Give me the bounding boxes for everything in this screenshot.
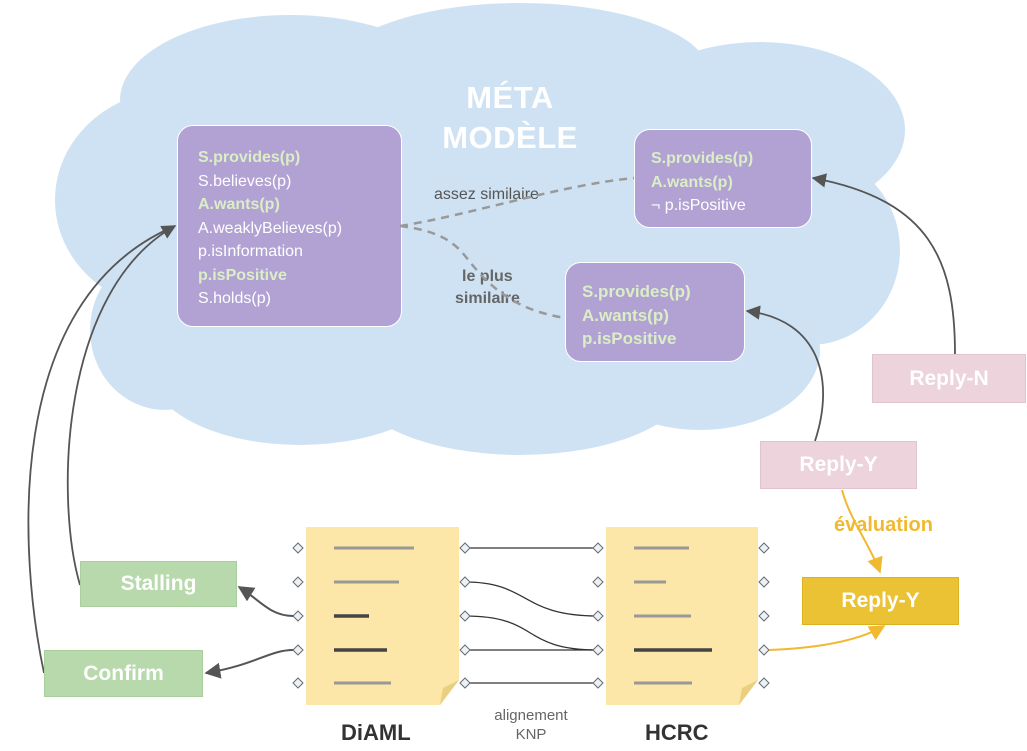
- stalling-button[interactable]: Stalling: [80, 561, 237, 607]
- reply-n-button[interactable]: Reply-N: [872, 354, 1026, 403]
- alignment-label-line-2: KNP: [515, 726, 547, 743]
- diagram-title: MÉTA MODÈLE: [410, 78, 610, 158]
- arrow-evaluation: [841, 489, 883, 574]
- edge-label-le-plus: le plus: [462, 268, 513, 285]
- arrow-to-confirm: [204, 649, 294, 679]
- top-right-definition-box: S.provides(p) A.wants(p) ¬ p.isPositive: [634, 129, 812, 228]
- reply-y-pink-button[interactable]: Reply-Y: [760, 441, 917, 489]
- title-line-2: MODÈLE: [442, 120, 578, 155]
- diaml-label: DiAML: [341, 720, 411, 745]
- main-line-3: A.wants(p): [198, 196, 280, 213]
- main-line-2: S.believes(p): [198, 172, 292, 190]
- edge-label-assez-similaire: assez similaire: [434, 186, 539, 203]
- evaluation-label: évaluation: [834, 514, 933, 536]
- main-line-5: p.isInformation: [198, 243, 303, 260]
- top-right-line-2: A.wants(p): [651, 173, 733, 191]
- alignment-label: alignement KNP: [470, 706, 592, 744]
- diamond-ports: [292, 542, 770, 689]
- hcrc-label: HCRC: [645, 720, 709, 745]
- reply-y-gold-button[interactable]: Reply-Y: [802, 577, 959, 625]
- middle-line-3: p.isPositive: [582, 329, 677, 348]
- main-definition-box: S.provides(p) S.believes(p) A.wants(p) A…: [177, 125, 402, 327]
- dashed-link-assez-similaire: [399, 176, 635, 228]
- arrow-to-stalling: [237, 586, 294, 617]
- alignment-lines: [464, 547, 599, 684]
- arrow-reply-n-to-top-right: [811, 173, 956, 355]
- main-line-1: S.provides(p): [198, 149, 301, 166]
- top-right-line-1: S.provides(p): [651, 150, 754, 167]
- main-line-7: S.holds(p): [198, 290, 271, 307]
- arrow-reply-y-to-middle: [745, 305, 824, 442]
- dashed-link-le-plus-similaire: [399, 224, 566, 320]
- hcrc-document: [606, 527, 758, 705]
- alignment-label-line-1: alignement: [494, 707, 568, 724]
- top-right-line-3: ¬ p.isPositive: [651, 197, 746, 214]
- middle-line-1: S.provides(p): [582, 282, 691, 301]
- diaml-document: [306, 527, 459, 705]
- arrow-confirm-to-main: [27, 225, 176, 674]
- confirm-button[interactable]: Confirm: [44, 650, 203, 697]
- arrow-hcrc-to-reply-y: [768, 625, 886, 651]
- main-line-6: p.isPositive: [198, 266, 287, 284]
- middle-line-2: A.wants(p): [582, 305, 669, 325]
- title-line-1: MÉTA: [466, 80, 554, 115]
- middle-definition-box: S.provides(p) A.wants(p) p.isPositive: [565, 262, 745, 362]
- arrow-stalling-to-main: [66, 225, 177, 586]
- main-line-4: A.weaklyBelieves(p): [198, 219, 343, 237]
